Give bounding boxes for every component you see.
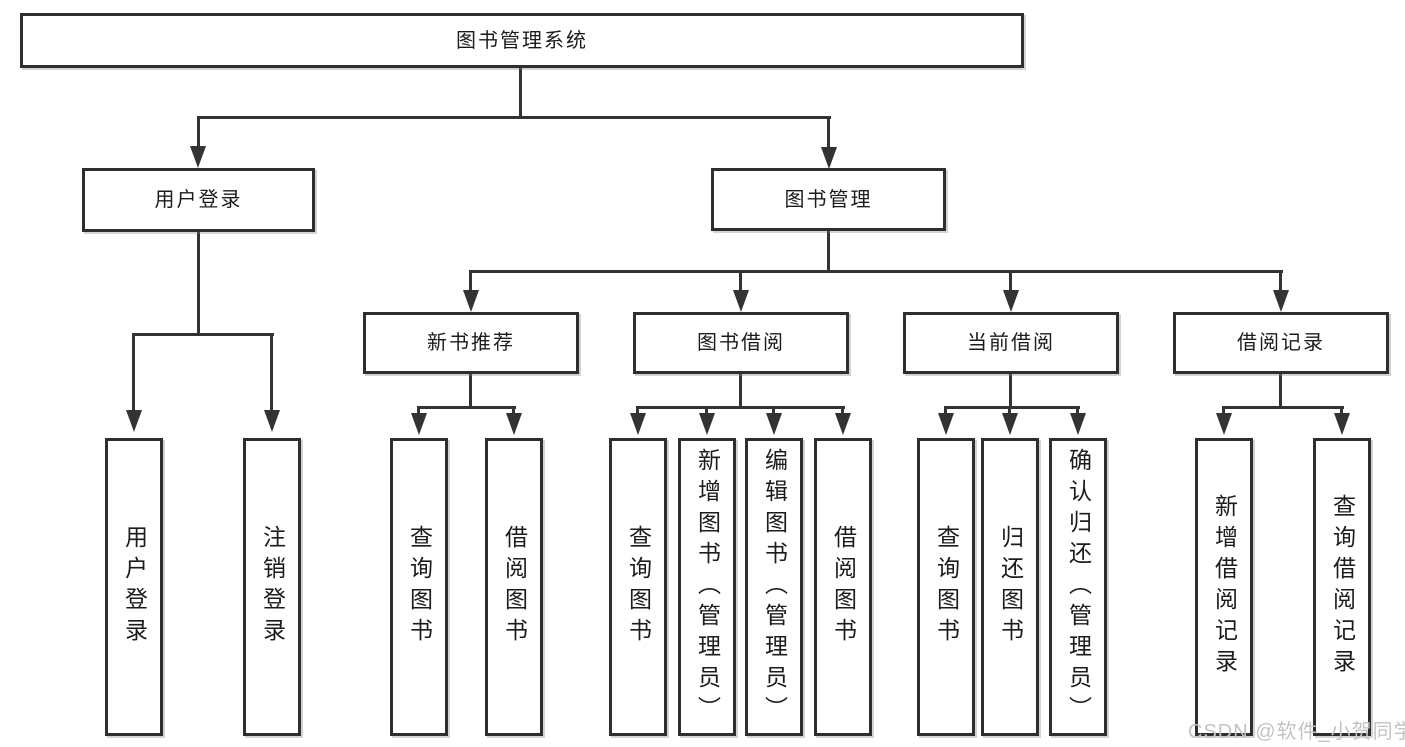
- connector-vline: [1279, 270, 1282, 292]
- node-leaf-return-book: 归还图书: [981, 438, 1039, 736]
- connector-vline: [841, 406, 844, 416]
- connector-hline: [417, 406, 516, 409]
- node-book-management: 图书管理: [711, 168, 946, 231]
- connector-vline: [827, 116, 830, 149]
- connector-hline: [469, 270, 1283, 273]
- connector-hline: [132, 333, 274, 336]
- connector-vline: [1076, 406, 1079, 416]
- arrowhead-down-icon: [1273, 290, 1289, 312]
- node-leaf-query-books-current: 查询图书: [917, 438, 975, 736]
- arrowhead-down-icon: [411, 413, 427, 435]
- connector-vline: [417, 406, 420, 416]
- connector-vline: [469, 373, 472, 408]
- arrowhead-down-icon: [1070, 413, 1086, 435]
- node-leaf-query-books-borrow: 查询图书: [609, 438, 667, 736]
- node-leaf-add-book-admin: 新增图书（管理员）: [678, 438, 736, 736]
- node-leaf-query-borrow-record: 查询借阅记录: [1313, 438, 1371, 736]
- node-leaf-query-books-recommend: 查询图书: [390, 438, 448, 736]
- arrowhead-down-icon: [463, 290, 479, 312]
- arrowhead-down-icon: [699, 413, 715, 435]
- connector-hline: [197, 116, 831, 119]
- watermark: CSDN @软件_小贺同学: [1188, 721, 1405, 743]
- arrowhead-down-icon: [1002, 413, 1018, 435]
- connector-vline: [1222, 406, 1225, 416]
- connector-vline: [1340, 406, 1343, 416]
- connector-vline: [944, 406, 947, 416]
- connector-hline: [1222, 406, 1344, 409]
- connector-vline: [705, 406, 708, 416]
- arrowhead-down-icon: [1334, 413, 1350, 435]
- arrowhead-down-icon: [264, 410, 280, 432]
- node-borrowing-records: 借阅记录: [1173, 312, 1389, 374]
- node-leaf-add-borrow-record: 新增借阅记录: [1195, 438, 1253, 736]
- arrowhead-down-icon: [835, 413, 851, 435]
- connector-vline: [1279, 373, 1282, 408]
- arrowhead-down-icon: [1003, 290, 1019, 312]
- node-leaf-borrow-books-recommend: 借阅图书: [485, 438, 543, 736]
- connector-vline: [739, 270, 742, 292]
- connector-hline: [636, 406, 845, 409]
- connector-vline: [519, 67, 522, 118]
- arrowhead-down-icon: [630, 413, 646, 435]
- node-user-login: 用户登录: [82, 168, 315, 232]
- connector-vline: [1009, 373, 1012, 408]
- node-current-borrowing: 当前借阅: [903, 312, 1119, 374]
- connector-vline: [132, 333, 135, 412]
- connector-vline: [512, 406, 515, 416]
- connector-hline: [944, 406, 1080, 409]
- node-leaf-user-login: 用户登录: [105, 438, 163, 736]
- connector-vline: [636, 406, 639, 416]
- node-leaf-borrow-books-borrow: 借阅图书: [814, 438, 872, 736]
- connector-vline: [1009, 270, 1012, 292]
- connector-vline: [197, 230, 200, 335]
- connector-vline: [469, 270, 472, 292]
- node-new-book-recommendation: 新书推荐: [363, 312, 579, 374]
- node-book-borrowing: 图书借阅: [633, 312, 849, 374]
- connector-vline: [270, 333, 273, 412]
- node-leaf-logout: 注销登录: [243, 438, 301, 736]
- arrowhead-down-icon: [821, 147, 837, 169]
- arrowhead-down-icon: [126, 410, 142, 432]
- connector-vline: [197, 116, 200, 148]
- node-library-system: 图书管理系统: [20, 13, 1024, 68]
- connector-vline: [739, 373, 742, 408]
- arrowhead-down-icon: [1216, 413, 1232, 435]
- arrowhead-down-icon: [938, 413, 954, 435]
- connector-vline: [827, 229, 830, 272]
- connector-vline: [1008, 406, 1011, 416]
- arrowhead-down-icon: [190, 146, 206, 168]
- node-leaf-edit-book-admin: 编辑图书（管理员）: [745, 438, 803, 736]
- arrowhead-down-icon: [733, 290, 749, 312]
- node-leaf-confirm-return-admin: 确认归还（管理员）: [1049, 438, 1107, 736]
- arrowhead-down-icon: [766, 413, 782, 435]
- connector-vline: [772, 406, 775, 416]
- arrowhead-down-icon: [506, 413, 522, 435]
